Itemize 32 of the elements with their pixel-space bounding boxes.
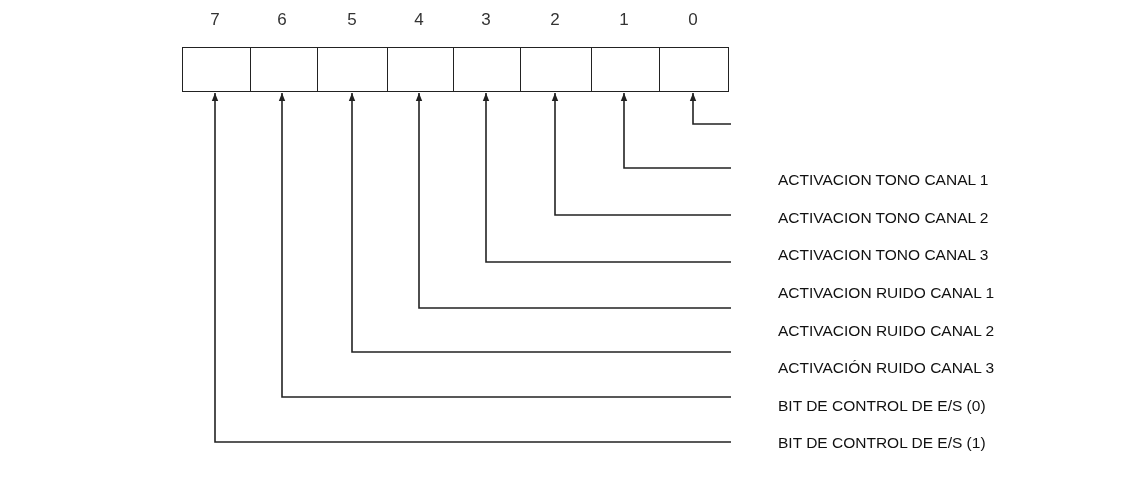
- register-bit-cell: [591, 47, 661, 92]
- bit-number: 2: [550, 10, 560, 30]
- bit-description: BIT DE CONTROL DE E/S (1): [778, 433, 986, 453]
- arrow: [551, 92, 732, 216]
- bit-description: ACTIVACION TONO CANAL 1: [778, 170, 989, 190]
- register-bit-cell: [453, 47, 522, 92]
- arrow: [415, 92, 732, 309]
- arrow: [482, 92, 732, 263]
- arrow: [620, 92, 732, 169]
- bit-description: ACTIVACION RUIDO CANAL 2: [778, 321, 995, 341]
- bit-description: ACTIVACION TONO CANAL 2: [778, 208, 989, 228]
- bit-number: 1: [619, 10, 629, 30]
- register-bit-cell: [317, 47, 389, 92]
- register-bit-cell: [182, 47, 252, 92]
- arrow: [211, 92, 732, 443]
- bit-description: BIT DE CONTROL DE E/S (0): [778, 396, 986, 416]
- bit-number: 3: [481, 10, 491, 30]
- register-bit-cell: [520, 47, 593, 92]
- register-bit-cell: [659, 47, 729, 92]
- bit-number: 4: [414, 10, 424, 30]
- bit-description: ACTIVACIÓN RUIDO CANAL 3: [778, 358, 995, 378]
- register-bit-cell: [387, 47, 455, 92]
- bit-description: ACTIVACION TONO CANAL 3: [778, 245, 989, 265]
- arrow: [278, 92, 732, 398]
- bit-number: 0: [688, 10, 698, 30]
- bit-description: ACTIVACION RUIDO CANAL 1: [778, 283, 995, 303]
- bit-number: 5: [347, 10, 357, 30]
- bit-number: 7: [210, 10, 220, 30]
- arrow: [689, 92, 732, 125]
- register-bit-cell: [250, 47, 319, 92]
- bit-number: 6: [277, 10, 287, 30]
- arrow: [348, 92, 732, 353]
